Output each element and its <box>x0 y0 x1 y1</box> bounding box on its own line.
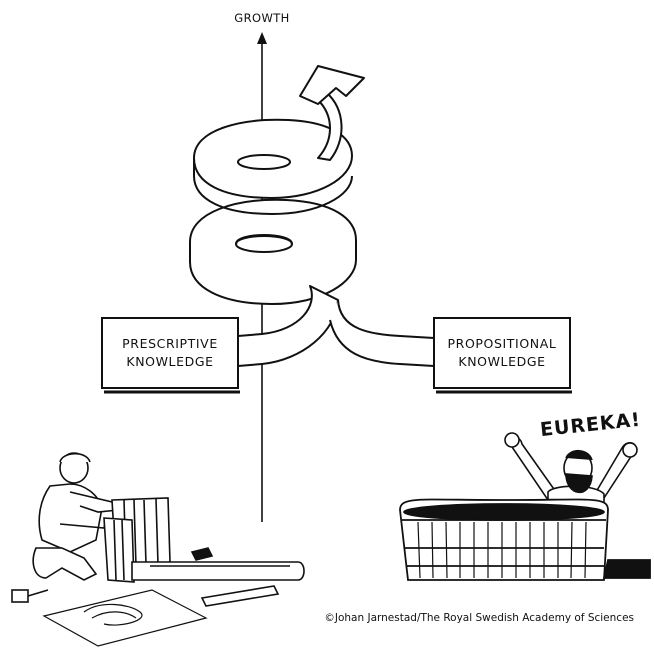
prescriptive-knowledge-box: PRESCRIPTIVE KNOWLEDGE <box>101 317 240 394</box>
spiral-arrow-icon <box>189 65 435 367</box>
hammer-icon <box>11 589 49 603</box>
craftsman-figure <box>32 452 305 607</box>
growth-label: GROWTH <box>234 11 289 25</box>
propositional-line1: PROPOSITIONAL <box>448 336 557 351</box>
arrow-head <box>299 65 365 105</box>
propositional-line2: KNOWLEDGE <box>458 354 545 369</box>
propositional-knowledge-box: PROPOSITIONAL KNOWLEDGE <box>433 317 572 394</box>
wooden-tub-icon <box>399 498 651 581</box>
eureka-exclamation: EUREKA! <box>539 409 642 441</box>
image-credit: ©Johan Jarnestad/The Royal Swedish Acade… <box>324 612 634 624</box>
prescriptive-line2: KNOWLEDGE <box>126 354 213 369</box>
prescriptive-line1: PRESCRIPTIVE <box>122 336 218 351</box>
arrow-up-icon <box>257 32 267 44</box>
blueprint-sheet <box>42 589 208 647</box>
